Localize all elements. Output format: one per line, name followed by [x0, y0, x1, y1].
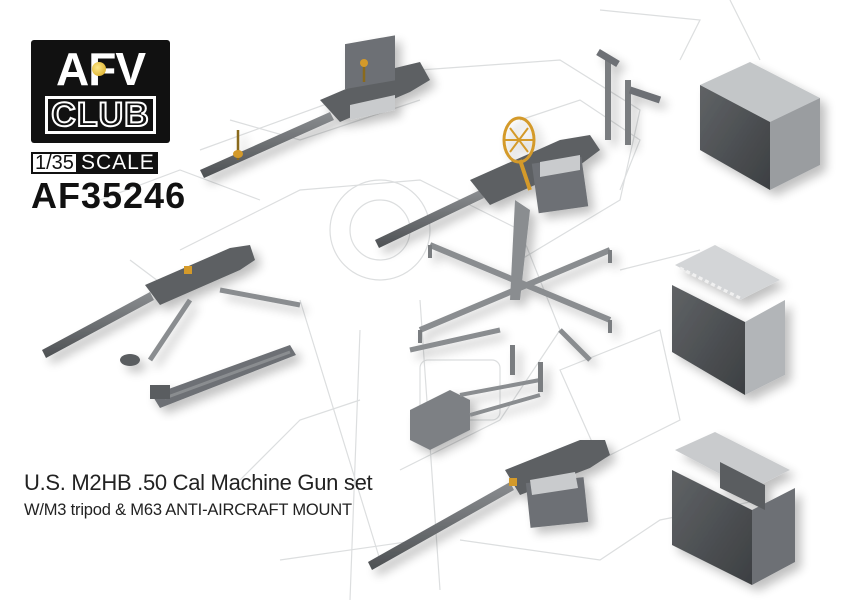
logo-text-club: CLUB — [50, 96, 150, 134]
ammo-can-with-belt — [672, 245, 785, 395]
m3-tripod-folded — [150, 345, 296, 408]
product-code: AF35246 — [31, 175, 187, 216]
product-title: U.S. M2HB .50 Cal Machine Gun set — [24, 470, 373, 495]
scale-fraction: 1/35 — [31, 152, 78, 174]
scale-word: SCALE — [77, 152, 158, 174]
machine-gun-on-m63-mount — [375, 48, 662, 343]
logo-dot-icon — [92, 62, 106, 76]
gun-cradle-mount — [409, 327, 592, 450]
machine-gun-top-left — [200, 35, 430, 178]
machine-gun-bottom — [368, 440, 610, 570]
afv-club-logo: AFV CLUB — [31, 40, 170, 143]
machine-gun-on-m3-tripod — [42, 245, 301, 366]
product-subtitle: W/M3 tripod & M63 ANTI-AIRCRAFT MOUNT — [24, 501, 352, 519]
ammo-can-closed — [700, 62, 820, 190]
scale-label: 1/35 SCALE — [31, 152, 158, 174]
ammo-can-open — [672, 432, 795, 585]
logo-club-box: CLUB — [45, 96, 156, 134]
